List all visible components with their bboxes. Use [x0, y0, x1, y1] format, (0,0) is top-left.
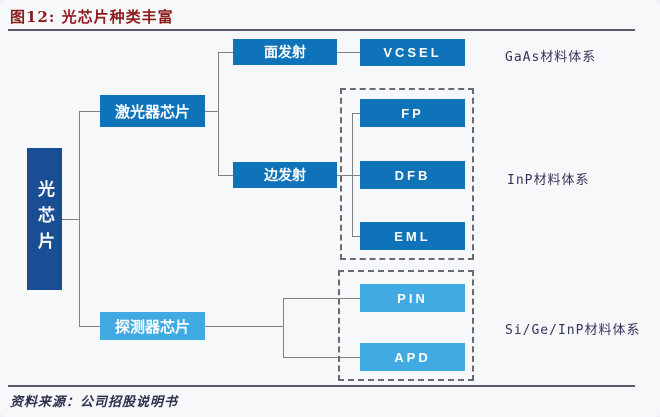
node-edge-emitting: 边发射: [233, 162, 337, 188]
node-optical-chip: 光芯片: [27, 148, 62, 290]
connector-to-fp: [352, 113, 360, 114]
connector-to-eml: [352, 236, 360, 237]
connector-to-vcsel: [337, 52, 360, 53]
connector-to-laser: [79, 111, 100, 112]
title-divider-line: [8, 29, 635, 31]
connector-to-pin: [283, 298, 360, 299]
connector-edge-out: [337, 175, 360, 176]
connector-root-vertical: [79, 111, 80, 326]
node-dfb: DFB: [360, 161, 465, 189]
node-surface-emitting: 面发射: [233, 39, 337, 65]
detector-material-group-border: [338, 270, 474, 381]
connector-to-edge: [218, 175, 233, 176]
connector-to-apd: [283, 357, 360, 358]
connector-to-surface: [218, 52, 233, 53]
label-si-ge-inp-material: Si/Ge/InP材料体系: [505, 323, 641, 338]
figure-source: 资料来源：公司招股说明书: [10, 395, 179, 410]
node-fp: FP: [360, 99, 465, 127]
label-gaas-material: GaAs材料体系: [505, 50, 597, 65]
figure-title: 图12: 光芯片种类丰富: [10, 8, 174, 26]
connector-edge-vertical: [352, 113, 353, 236]
node-eml: EML: [360, 222, 465, 250]
connector-detector-vertical: [283, 298, 284, 357]
inp-material-group-border: [340, 88, 474, 260]
connector-detector-out: [205, 326, 283, 327]
connector-laser-out: [205, 111, 218, 112]
node-vcsel: VCSEL: [360, 39, 465, 66]
node-pin: PIN: [360, 284, 465, 312]
connector-laser-vertical: [218, 52, 219, 175]
label-inp-material: InP材料体系: [507, 173, 590, 188]
connector-to-detector: [79, 326, 100, 327]
node-laser-chip: 激光器芯片: [100, 95, 205, 127]
source-divider-line: [8, 385, 635, 387]
node-detector-chip: 探测器芯片: [100, 312, 205, 340]
node-apd: APD: [360, 343, 465, 371]
connector-root-out: [62, 219, 79, 220]
